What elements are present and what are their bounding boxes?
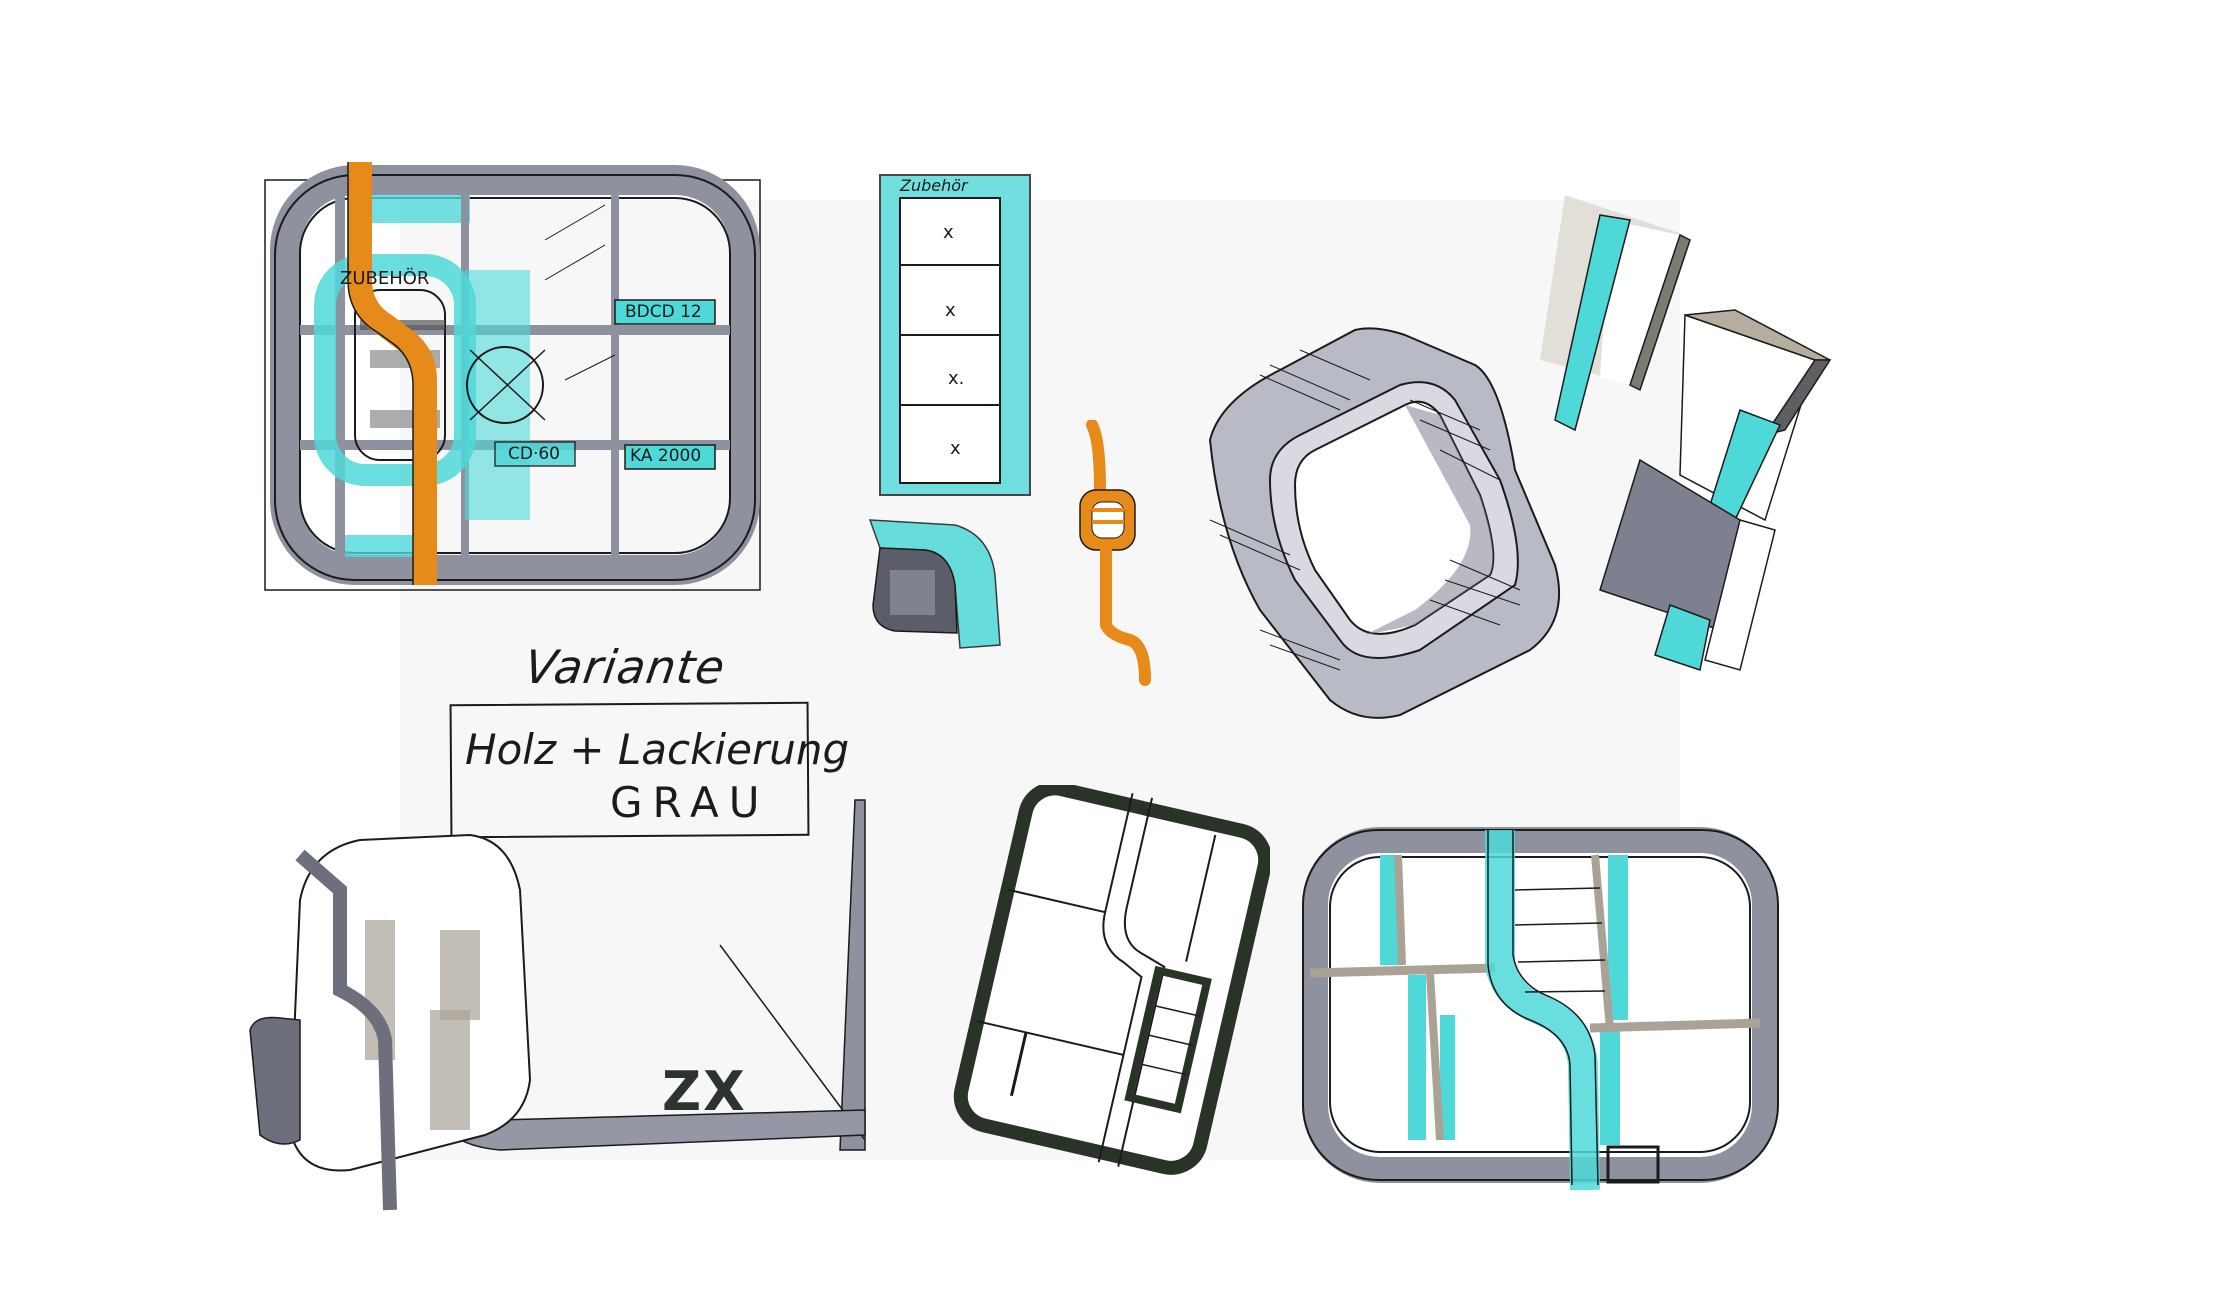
label-cd-60: CD·60 (508, 444, 560, 464)
label-zubehoer-column: Zubehör (900, 176, 968, 195)
label-bdcd-12: BDCD 12 (625, 302, 702, 322)
cable-clip-sketch (1079, 420, 1151, 686)
column-mark-1: x (943, 222, 954, 243)
shelf-perspective-sketch (249, 799, 866, 1211)
variant-note-material: Holz + Lackierung (465, 725, 850, 774)
label-ka-2000: KA 2000 (630, 446, 702, 466)
corner-profile-sketch (868, 519, 1001, 649)
module-blocks-sketch (1540, 195, 1832, 671)
dark-outline-plan-sketch (953, 785, 1270, 1175)
column-mark-2: x (945, 300, 956, 321)
frame-perspective-sketch (1208, 327, 1561, 719)
label-zubehoer: ZUBEHÖR (340, 268, 430, 289)
accessory-column-sketch (879, 174, 1031, 496)
floorplan-sketch-top-left (264, 162, 761, 591)
column-mark-3: x. (948, 368, 965, 389)
column-mark-4: x (950, 438, 961, 459)
cyan-plan-sketch-bottom-right (1302, 827, 1779, 1191)
zx-logo: ZX (662, 1060, 747, 1123)
variant-note-color: GRAU (610, 778, 770, 827)
variant-heading: Variante (521, 640, 729, 694)
